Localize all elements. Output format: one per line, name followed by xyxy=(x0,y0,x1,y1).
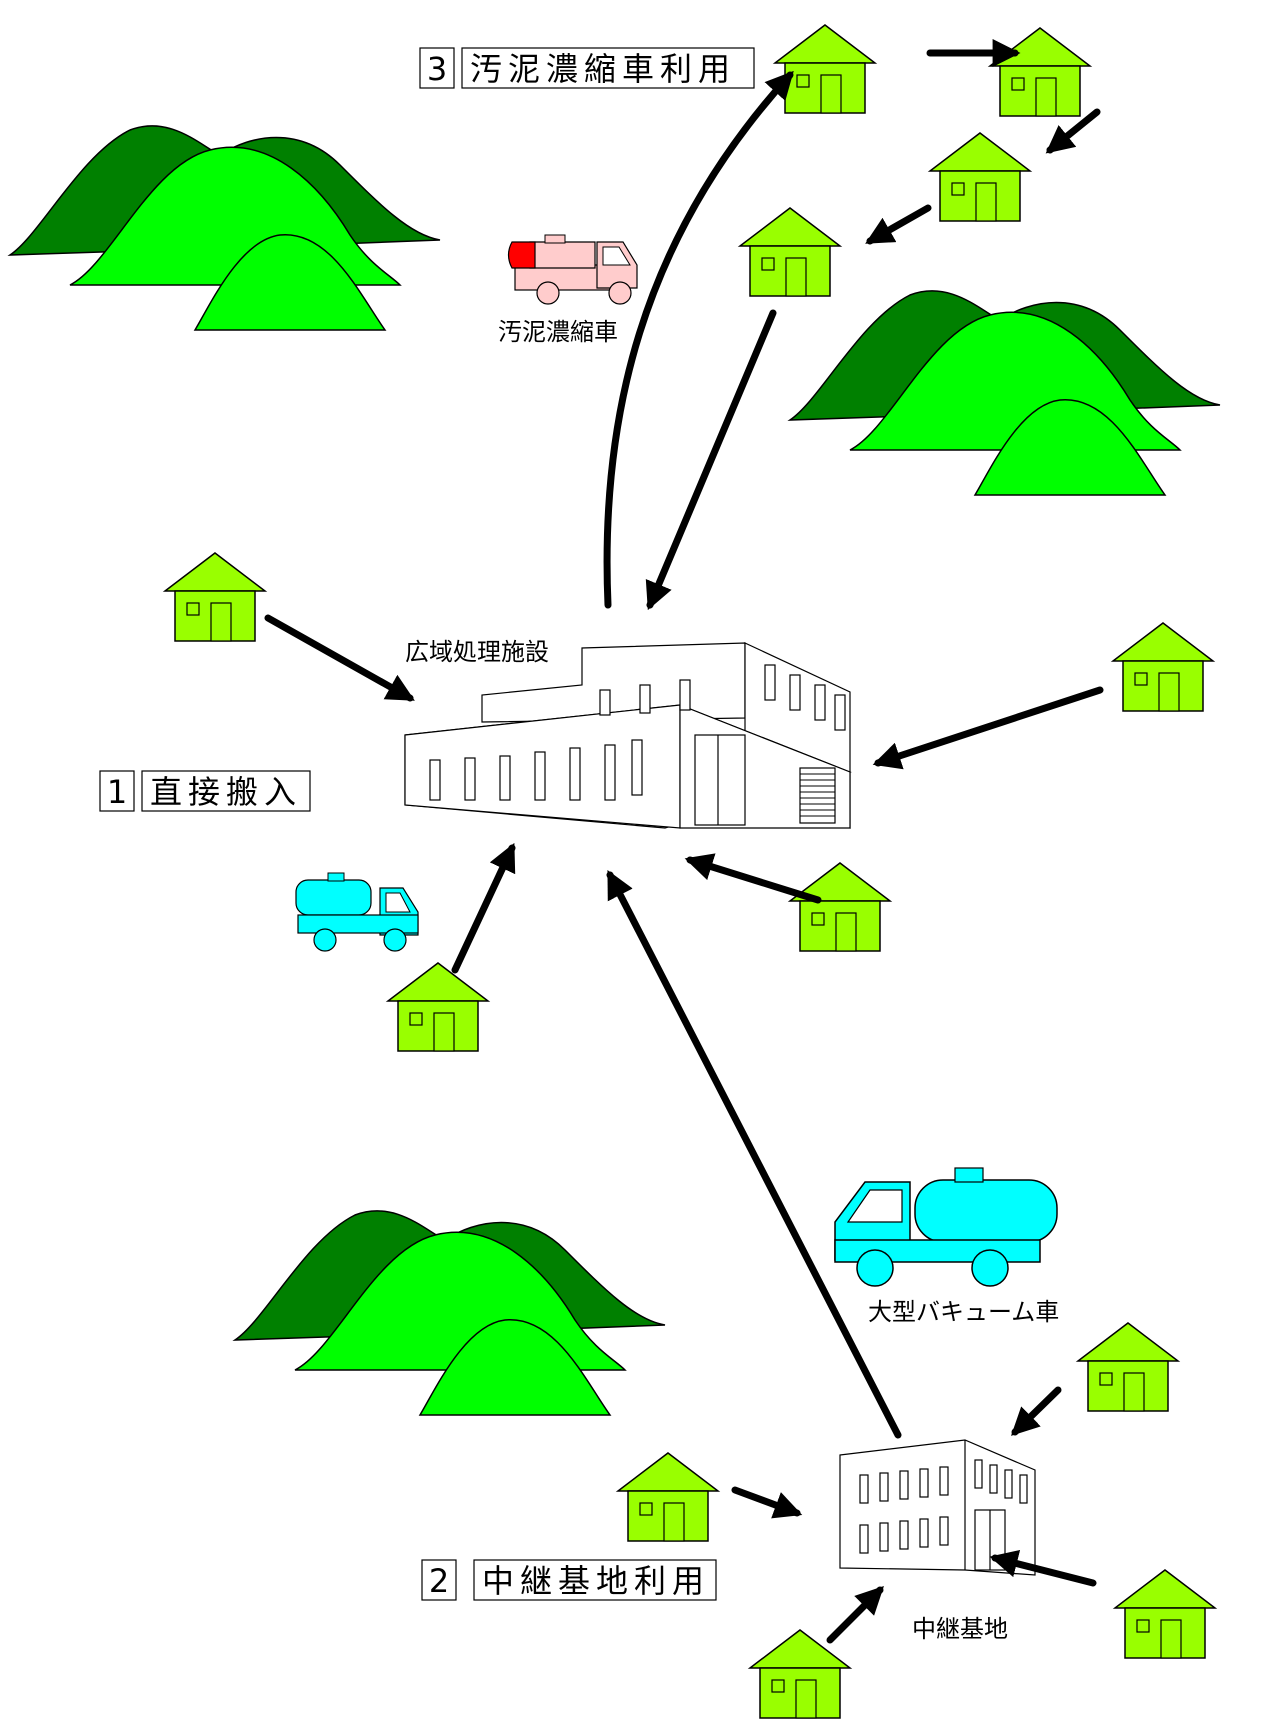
treatment-facility xyxy=(404,642,852,829)
large-vacuum-truck xyxy=(834,1167,1058,1287)
arrow-route-3 xyxy=(865,204,932,245)
arrow-house-to-facility-bottom xyxy=(451,842,516,974)
arrow-house-to-facility-right xyxy=(872,686,1104,770)
arrow-facility-to-route xyxy=(603,70,794,609)
house-icon xyxy=(929,132,1031,222)
house-icon xyxy=(774,24,876,114)
house-icon xyxy=(789,862,891,952)
house-icon xyxy=(739,207,841,297)
mountain-group-top-left xyxy=(9,125,441,331)
house-icon xyxy=(617,1452,719,1542)
house-icon xyxy=(1077,1322,1179,1412)
mountain-group-right xyxy=(789,290,1221,496)
house-icon xyxy=(164,552,266,642)
facility-label: 広域処理施設 xyxy=(405,638,549,666)
sludge-truck xyxy=(507,234,638,305)
method-1-title: 直接搬入 xyxy=(150,773,302,811)
method-3-number: 3 xyxy=(427,50,447,88)
sludge-truck-label: 汚泥濃縮車 xyxy=(498,318,618,346)
method-2-title: 中継基地利用 xyxy=(482,1562,710,1600)
arrow-house-to-relay-upper xyxy=(1010,1386,1062,1436)
small-vacuum-truck xyxy=(295,872,419,952)
house-icon xyxy=(1112,622,1214,712)
arrow-house-to-relay-left xyxy=(731,1486,803,1519)
method-3-label: 3 汚泥濃縮車利用 xyxy=(419,47,755,89)
house-icon xyxy=(387,962,489,1052)
arrow-relay-to-facility xyxy=(606,870,902,1439)
method-2-label: 2 中継基地利用 xyxy=(421,1559,717,1601)
method-1-label: 1 直接搬入 xyxy=(99,770,311,812)
house-icon xyxy=(989,27,1091,117)
large-vacuum-truck-label: 大型バキューム車 xyxy=(868,1298,1059,1326)
house-icon xyxy=(1114,1569,1216,1659)
arrow-route-2 xyxy=(1045,108,1101,154)
arrow-house-to-facility-lower-right xyxy=(684,853,822,904)
method-1-number: 1 xyxy=(107,773,127,811)
relay-base-label: 中継基地 xyxy=(912,1615,1008,1643)
house-icon xyxy=(749,1629,851,1719)
arrow-house-to-relay-right xyxy=(989,1549,1097,1587)
arrow-house-to-facility-left xyxy=(264,614,415,702)
method-3-title: 汚泥濃縮車利用 xyxy=(470,50,736,88)
relay-base xyxy=(839,1439,1036,1576)
method-2-number: 2 xyxy=(429,1562,449,1600)
arrow-house-to-relay-bottom xyxy=(826,1586,884,1644)
mountain-group-bottom xyxy=(234,1210,666,1416)
arrow-route-to-facility xyxy=(645,309,777,611)
